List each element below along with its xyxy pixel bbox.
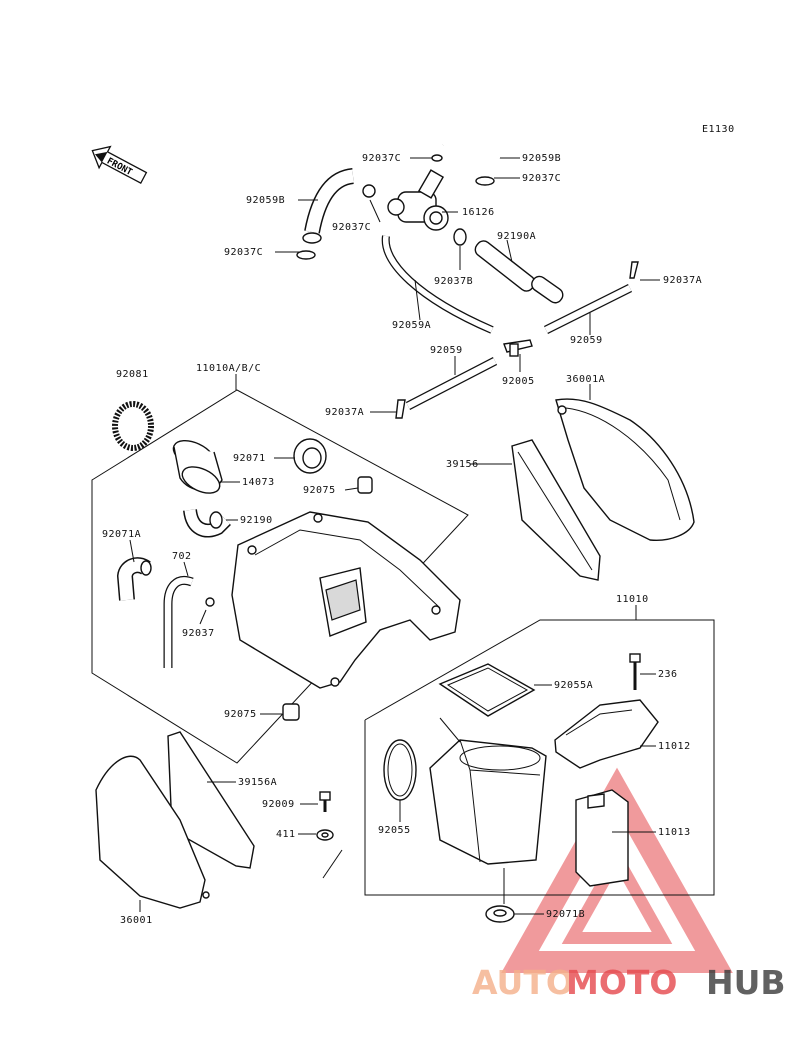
label-36001: 36001: [120, 915, 153, 926]
label-14073: 14073: [242, 477, 275, 488]
bolt-92009: [319, 791, 331, 812]
cover-36001: [95, 755, 210, 909]
damper-92075-bottom: [282, 703, 300, 721]
cover-36001A: [555, 398, 695, 541]
label-92059B-top: 92059B: [522, 153, 561, 164]
watermark-word-moto: MOTO: [566, 963, 677, 1002]
label-92055A: 92055A: [554, 680, 593, 691]
label-11013: 11013: [658, 827, 691, 838]
label-92009: 92009: [262, 799, 295, 810]
ring-92055: [383, 739, 417, 801]
label-702: 702: [172, 551, 192, 562]
hose-702: [163, 576, 215, 668]
label-92037C-mid: 92037C: [332, 222, 371, 233]
label-11010: 11010: [616, 594, 649, 605]
filter-39156: [511, 439, 601, 581]
label-92081: 92081: [116, 369, 149, 380]
leader-line: [322, 849, 343, 879]
label-16126: 16126: [462, 207, 495, 218]
label-236: 236: [658, 669, 678, 680]
label-92071A: 92071A: [102, 529, 141, 540]
label-92075-bottom: 92075: [224, 709, 257, 720]
label-92037: 92037: [182, 628, 215, 639]
watermark-word-auto: AUTO: [472, 963, 574, 1002]
watermark-text: AUTO MOTO HUB: [472, 963, 786, 1002]
box-body: [429, 739, 547, 865]
watermark-logo: [501, 767, 733, 973]
breather-assembly: [296, 124, 639, 419]
airbox-body: [231, 511, 461, 689]
label-92055: 92055: [378, 825, 411, 836]
label-92037B: 92037B: [434, 276, 473, 287]
element-11013: [575, 789, 629, 887]
leader-lines: [129, 157, 660, 915]
watermark-word-hub: HUB: [706, 963, 786, 1002]
damper-92075-top: [357, 476, 373, 494]
label-39156: 39156: [446, 459, 479, 470]
label-92071B: 92071B: [546, 909, 585, 920]
label-11012: 11012: [658, 741, 691, 752]
label-92005: 92005: [502, 376, 535, 387]
label-92037C-top: 92037C: [362, 153, 401, 164]
duct-14073: [172, 439, 223, 494]
grommet-92071: [293, 438, 327, 474]
label-92059-mid: 92059: [430, 345, 463, 356]
label-411: 411: [276, 829, 296, 840]
label-92059A: 92059A: [392, 320, 431, 331]
label-92037A-left: 92037A: [325, 407, 364, 418]
gasket-92055A: [438, 663, 536, 717]
label-92059B-left: 92059B: [246, 195, 285, 206]
washer-411: [316, 829, 334, 841]
label-92037C-left: 92037C: [224, 247, 263, 258]
label-92037A-right: 92037A: [663, 275, 702, 286]
spring-clamp-92081: [112, 401, 154, 451]
airbox-11010-outline: [364, 619, 715, 896]
elbow-92190: [183, 508, 231, 538]
label-11010ABC: 11010A/B/C: [196, 363, 261, 374]
label-92037C-right: 92037C: [522, 173, 561, 184]
cover-11012: [554, 699, 659, 769]
label-92190A: 92190A: [497, 231, 536, 242]
part-labels: 92037C 92059B 92037C 92059B 16126 92037C…: [102, 153, 702, 926]
front-arrow-icon: FRONT: [91, 145, 148, 185]
label-92059-right: 92059: [570, 335, 603, 346]
label-92075-top: 92075: [303, 485, 336, 496]
label-36001A: 36001A: [566, 374, 605, 385]
label-39156A: 39156A: [238, 777, 277, 788]
label-92190: 92190: [240, 515, 273, 526]
bolt-236: [629, 653, 641, 690]
diagram-code: E1130: [702, 124, 735, 135]
label-92071: 92071: [233, 453, 266, 464]
grommet-92071B: [485, 905, 515, 923]
elbow-92071A: [116, 557, 152, 601]
